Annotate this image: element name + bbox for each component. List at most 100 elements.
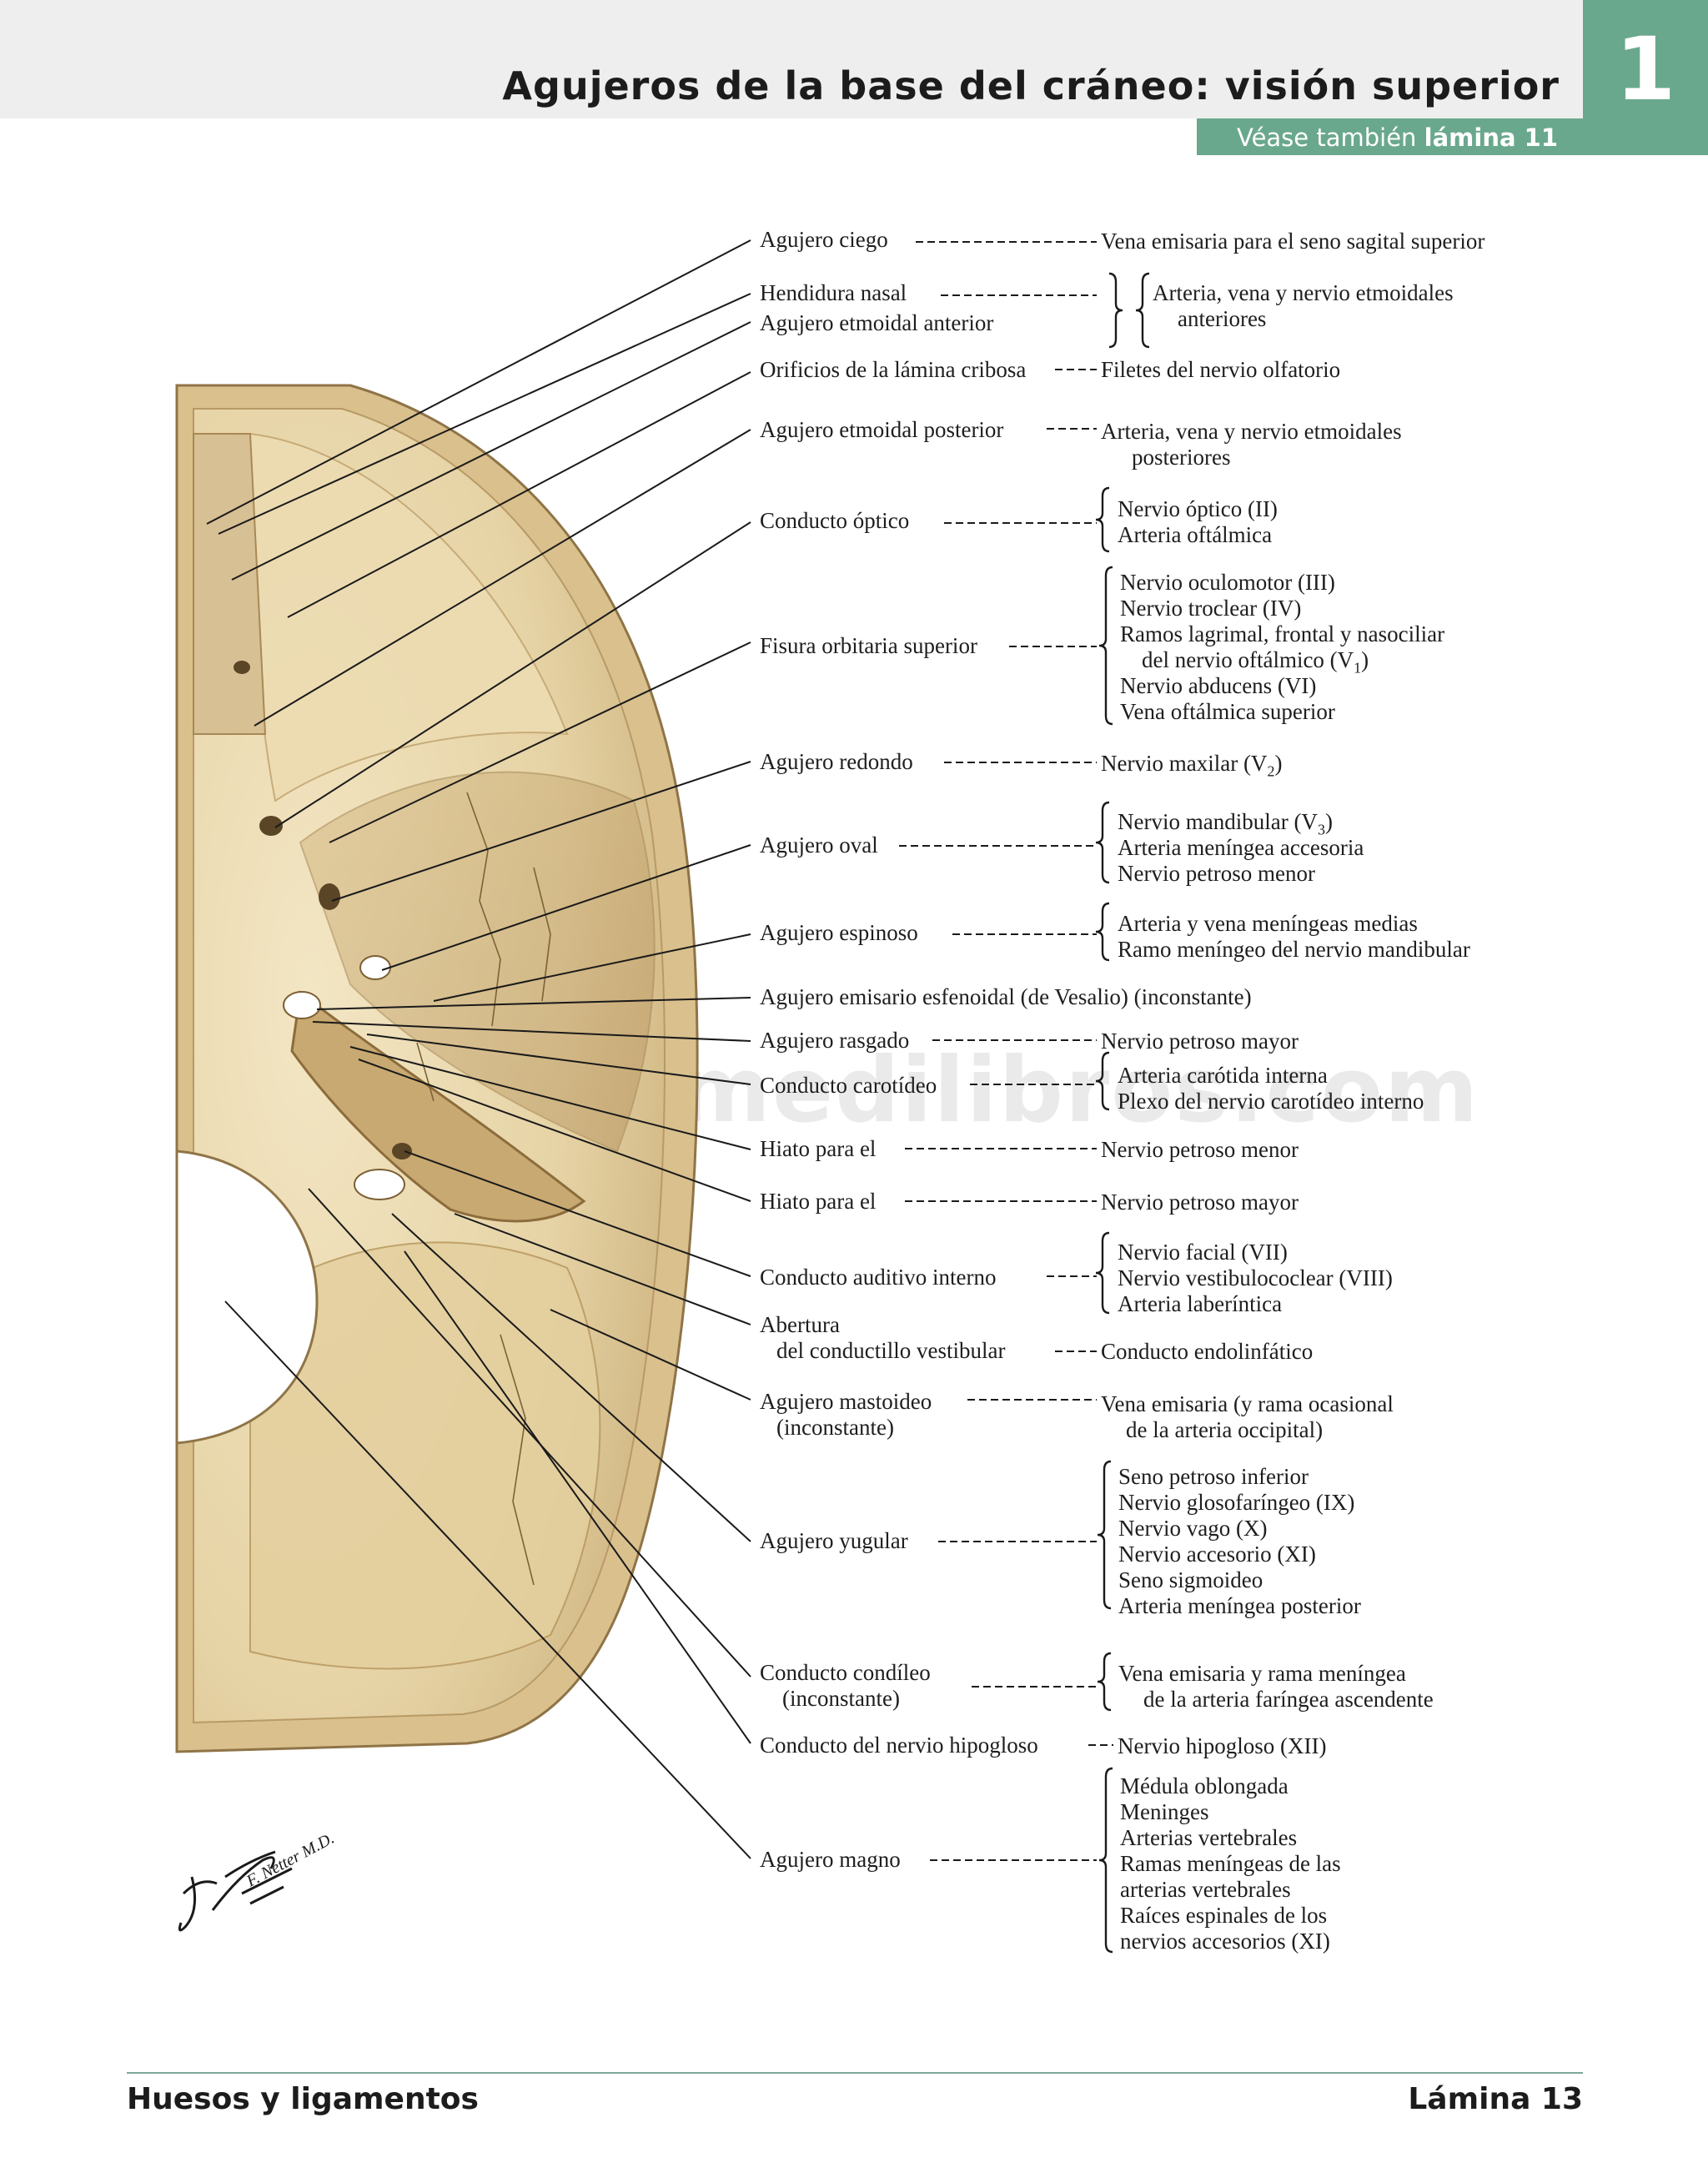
leader-lines bbox=[206, 239, 751, 1859]
label-hendidura-nasal: Hendidura nasal bbox=[760, 280, 907, 305]
contents-fisura-6: Vena oftálmica superior bbox=[1120, 699, 1335, 724]
contents-fisura-3: Ramos lagrimal, frontal y nasociliar bbox=[1120, 621, 1445, 646]
brace-condileo bbox=[1097, 1652, 1112, 1712]
contents-magno-6: Raíces espinales de los bbox=[1120, 1903, 1328, 1928]
label-conducto-auditivo: Conducto auditivo interno bbox=[760, 1265, 997, 1290]
contents-oval-3: Nervio petroso menor bbox=[1118, 861, 1315, 886]
jugular-foramen bbox=[354, 1169, 405, 1200]
contents-abertura: Conducto endolinfático bbox=[1101, 1339, 1314, 1364]
see-also-bar: Véase también lámina 11 bbox=[1197, 118, 1583, 155]
contents-yugular-5: Seno sigmoideo bbox=[1118, 1567, 1263, 1592]
see-also-target: lámina 11 bbox=[1424, 123, 1558, 152]
contents-rasgado: Nervio petroso mayor bbox=[1101, 1029, 1299, 1054]
optic-canal bbox=[234, 661, 250, 674]
contents-oval-2: Arteria meníngea accesoria bbox=[1118, 835, 1364, 860]
contents-hiato-1: Nervio petroso menor bbox=[1101, 1137, 1299, 1162]
brace-fisura bbox=[1098, 566, 1113, 726]
contents-yugular-1: Seno petroso inferior bbox=[1118, 1464, 1309, 1489]
brace-auditivo bbox=[1095, 1231, 1110, 1315]
internal-acoustic-meatus bbox=[392, 1143, 412, 1159]
contents-etmoidal-posterior-2: posteriores bbox=[1132, 445, 1231, 470]
foramen-ovale bbox=[319, 883, 340, 910]
label-hiato-1: Hiato para el bbox=[760, 1136, 877, 1161]
cribriform-plate bbox=[193, 433, 267, 735]
contents-optico-2: Arteria oftálmica bbox=[1118, 522, 1273, 547]
contents-magno-2: Meninges bbox=[1120, 1799, 1209, 1824]
chapter-number: 1 bbox=[1615, 18, 1676, 120]
foramen-rotundum bbox=[259, 816, 283, 836]
footer-section: Huesos y ligamentos bbox=[127, 2082, 479, 2116]
see-also-prefix: Véase también bbox=[1236, 123, 1417, 152]
brace-optico bbox=[1095, 486, 1110, 553]
label-agujero-vesalio: Agujero emisario esfenoidal (de Vesalio)… bbox=[760, 984, 1252, 1009]
contents-agujero-ciego: Vena emisaria para el seno sagital super… bbox=[1101, 229, 1485, 254]
label-hiato-2: Hiato para el bbox=[760, 1189, 877, 1214]
contents-fisura-1: Nervio oculomotor (III) bbox=[1120, 570, 1335, 595]
label-agujero-oval: Agujero oval bbox=[760, 832, 878, 858]
contents-magno-3: Arterias vertebrales bbox=[1120, 1825, 1298, 1850]
label-conducto-hipogloso: Conducto del nervio hipogloso bbox=[760, 1733, 1038, 1758]
label-condileo-1: Conducto condíleo bbox=[760, 1660, 931, 1685]
contents-condileo-2: de la arteria faríngea ascendente bbox=[1143, 1687, 1434, 1712]
contents-orificios-cribosa: Filetes del nervio olfatorio bbox=[1101, 357, 1341, 382]
contents-espinoso-1: Arteria y vena meníngeas medias bbox=[1118, 911, 1418, 936]
label-mastoideo-1: Agujero mastoideo bbox=[760, 1389, 932, 1414]
brace-espinoso bbox=[1095, 902, 1110, 962]
contents-hiato-2: Nervio petroso mayor bbox=[1101, 1190, 1299, 1215]
contents-magno-7: nervios accesorios (XI) bbox=[1120, 1929, 1330, 1954]
contents-fisura-4: del nervio oftálmico (V1) bbox=[1142, 647, 1369, 677]
contents-auditivo-2: Nervio vestibulococlear (VIII) bbox=[1118, 1265, 1393, 1290]
netter-signature: F. Netter M.D. bbox=[178, 1829, 338, 1932]
contents-fisura-5: Nervio abducens (VI) bbox=[1120, 673, 1317, 698]
foramen-spinosum bbox=[359, 955, 391, 980]
foramen-lacerum bbox=[283, 991, 321, 1019]
brace-magno bbox=[1098, 1767, 1113, 1954]
contents-yugular-3: Nervio vago (X) bbox=[1118, 1516, 1268, 1541]
contents-carotideo-1: Arteria carótida interna bbox=[1118, 1063, 1328, 1088]
label-conducto-carotideo: Conducto carotídeo bbox=[760, 1073, 937, 1098]
posterior-fossa bbox=[249, 1241, 601, 1670]
label-condileo-2: (inconstante) bbox=[782, 1686, 900, 1711]
middle-fossa bbox=[299, 771, 656, 1153]
chapter-tab: 1 bbox=[1583, 0, 1708, 155]
contents-yugular-6: Arteria meníngea posterior bbox=[1118, 1593, 1361, 1618]
contents-etmoidal-posterior-1: Arteria, vena y nervio etmoidales bbox=[1101, 419, 1402, 444]
contents-mastoideo-1: Vena emisaria (y rama ocasional bbox=[1101, 1391, 1394, 1416]
brace-oval bbox=[1095, 801, 1110, 884]
brace-etmoidal-anterior-right bbox=[1135, 272, 1150, 349]
label-agujero-redondo: Agujero redondo bbox=[760, 749, 913, 774]
contents-auditivo-3: Arteria laberíntica bbox=[1118, 1291, 1283, 1316]
label-agujero-magno: Agujero magno bbox=[760, 1847, 901, 1872]
label-mastoideo-2: (inconstante) bbox=[776, 1415, 894, 1440]
footer-rule bbox=[127, 2072, 1583, 2074]
contents-magno-4: Ramas meníngeas de las bbox=[1120, 1851, 1341, 1876]
contents-redondo: Nervio maxilar (V2) bbox=[1101, 751, 1283, 780]
brace-etmoidal-anterior-left bbox=[1108, 272, 1123, 349]
contents-etmoidal-anterior-2: anteriores bbox=[1178, 306, 1267, 331]
label-agujero-espinoso: Agujero espinoso bbox=[760, 920, 918, 945]
label-agujero-etmoidal-anterior: Agujero etmoidal anterior bbox=[760, 310, 994, 335]
see-also-link[interactable]: Véase también lámina 11 bbox=[1237, 123, 1558, 152]
braces bbox=[1095, 272, 1150, 1954]
page-title: Agujeros de la base del cráneo: visión s… bbox=[502, 63, 1560, 108]
label-conducto-optico: Conducto óptico bbox=[760, 508, 910, 533]
suture-lines bbox=[416, 792, 551, 1586]
connector-dashes bbox=[899, 241, 1113, 1861]
label-agujero-yugular: Agujero yugular bbox=[760, 1528, 908, 1553]
contents-carotideo-2: Plexo del nervio carotídeo interno bbox=[1118, 1089, 1424, 1114]
brace-carotideo bbox=[1095, 1051, 1110, 1111]
contents-yugular-4: Nervio accesorio (XI) bbox=[1118, 1542, 1316, 1567]
contents-yugular-2: Nervio glosofaríngeo (IX) bbox=[1118, 1490, 1355, 1515]
label-agujero-ciego: Agujero ciego bbox=[760, 227, 888, 252]
contents-hipogloso: Nervio hipogloso (XII) bbox=[1118, 1733, 1327, 1758]
label-abertura-2: del conductillo vestibular bbox=[776, 1338, 1006, 1363]
brace-yugular bbox=[1097, 1460, 1112, 1610]
label-abertura-1: Abertura bbox=[760, 1312, 840, 1337]
contents-magno-5: arterias vertebrales bbox=[1120, 1877, 1291, 1902]
contents-condileo-1: Vena emisaria y rama meníngea bbox=[1118, 1661, 1406, 1686]
contents-fisura-2: Nervio troclear (IV) bbox=[1120, 596, 1302, 621]
label-agujero-etmoidal-posterior: Agujero etmoidal posterior bbox=[760, 417, 1004, 442]
contents-optico-1: Nervio óptico (II) bbox=[1118, 496, 1278, 521]
header-band bbox=[0, 0, 1583, 118]
contents-etmoidal-anterior-1: Arteria, vena y nervio etmoidales bbox=[1153, 280, 1454, 305]
